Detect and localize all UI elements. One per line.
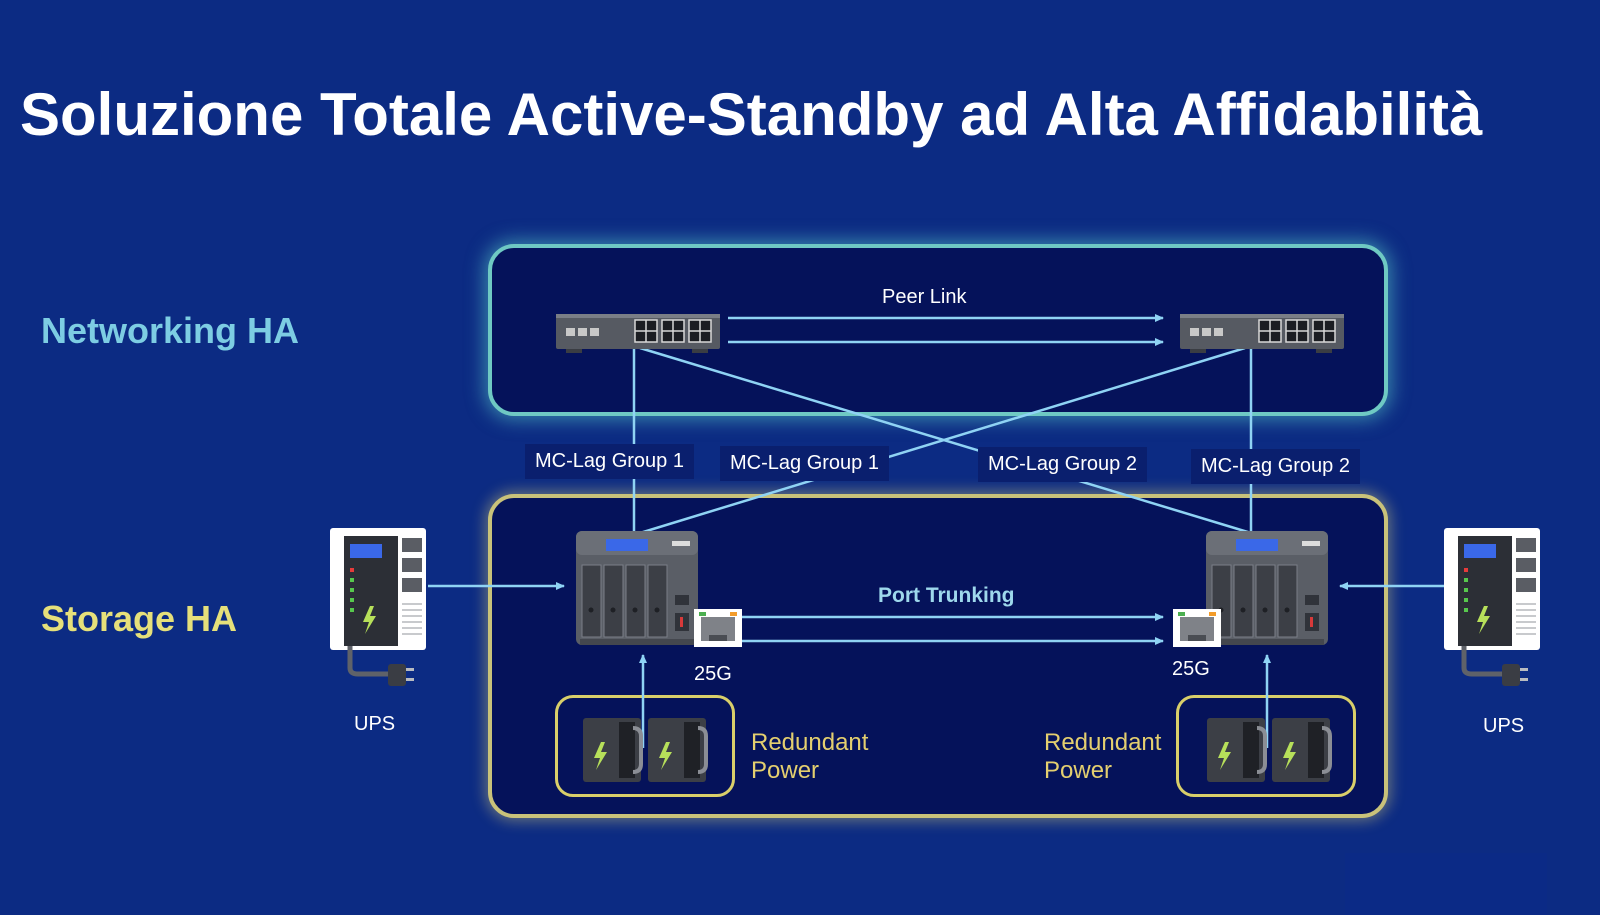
- mclag-group-label: MC-Lag Group 1: [720, 446, 889, 481]
- networking-ha-label: Networking HA: [41, 310, 300, 351]
- power-supply-icon: [1272, 718, 1332, 782]
- redundant-power-line: Power: [751, 757, 820, 784]
- page-title: Soluzione Totale Active-Standby ad Alta …: [20, 81, 1483, 148]
- nas-storage-icon: [576, 531, 698, 645]
- ethernet-port-icon: [694, 609, 742, 647]
- redundant-power-label-right: Redundant Power: [1044, 729, 1161, 785]
- network-switch-icon: [1180, 314, 1344, 353]
- redundant-power-line: Redundant: [751, 729, 869, 756]
- ups-icon: [330, 528, 426, 686]
- psu-group-left: [555, 695, 735, 797]
- redundant-power-line: Power: [1044, 757, 1113, 784]
- nas-storage-icon: [1206, 531, 1328, 645]
- mclag1-diagonal-line: [639, 346, 1246, 535]
- storage-ha-label: Storage HA: [41, 598, 238, 639]
- peer-link-label: Peer Link: [882, 286, 967, 308]
- connection-lines: [428, 314, 1444, 748]
- power-supply-icon: [583, 718, 643, 782]
- redundant-power-line: Redundant: [1044, 729, 1162, 756]
- ups-label-left: UPS: [354, 713, 396, 735]
- mclag-group-label: MC-Lag Group 1: [525, 444, 694, 479]
- redundant-power-label-left: Redundant Power: [751, 729, 868, 785]
- ups-icon: [1444, 528, 1540, 686]
- ethernet-port-icon: [1173, 609, 1221, 647]
- ups-label-right: UPS: [1483, 715, 1525, 737]
- power-supply-icon: [648, 718, 708, 782]
- mclag-group-label: MC-Lag Group 2: [1191, 449, 1360, 484]
- port-trunking-label: Port Trunking: [878, 584, 1015, 607]
- speed-label-right: 25G: [1172, 658, 1210, 680]
- mclag-group-label: MC-Lag Group 2: [978, 447, 1147, 482]
- network-switch-icon: [556, 314, 720, 353]
- speed-label-left: 25G: [694, 663, 732, 685]
- power-supply-icon: [1207, 718, 1267, 782]
- corner-decoration: [1345, 853, 1547, 915]
